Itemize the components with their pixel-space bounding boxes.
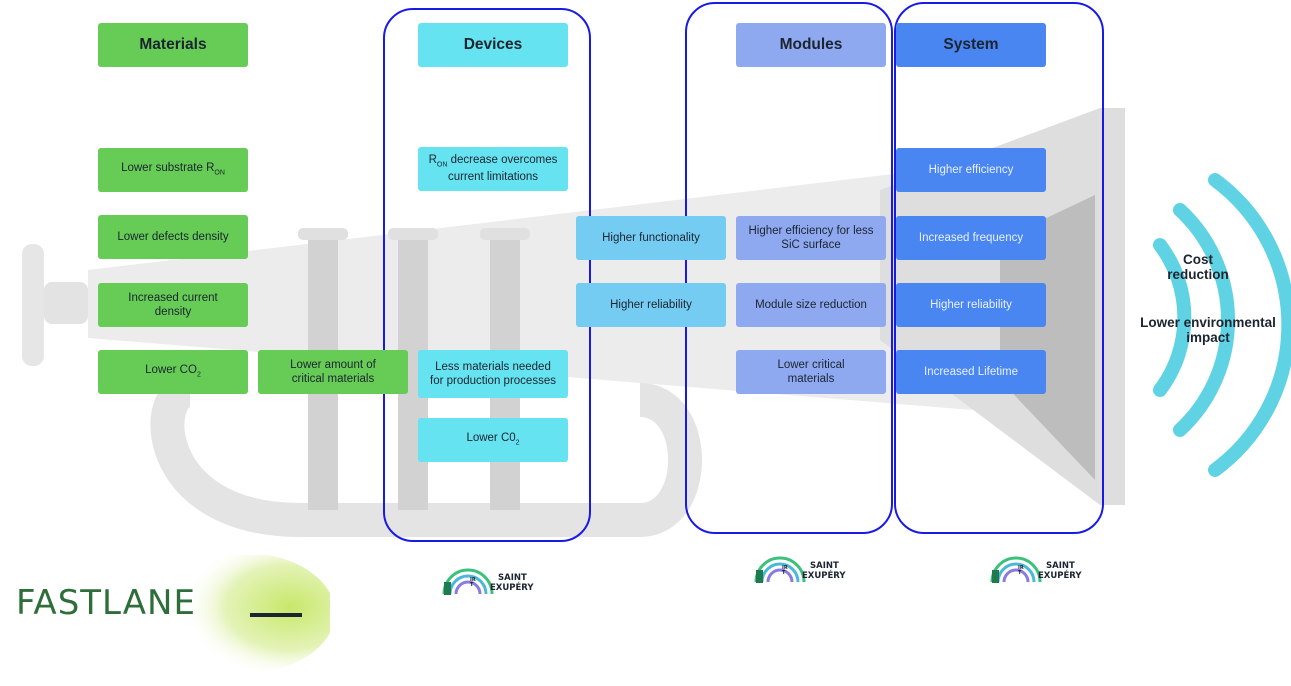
materials-item-co2-sub: 2 [196, 371, 201, 379]
devices-item-ron-label: decrease overcomes current limitations [447, 154, 558, 184]
trumpet-mouthpiece [22, 244, 44, 366]
outcome-environmental-impact: Lower environmental impact [1140, 315, 1276, 345]
devices-item-co2: Lower C02 [418, 418, 568, 462]
devices-item-ron: RON decrease overcomes current limitatio… [418, 147, 568, 191]
trumpet-bell-inner [1000, 195, 1095, 480]
devices-frame [383, 8, 591, 542]
partner-logo-line2: EXUPÉRY [802, 571, 846, 581]
partner-logo-mark-text: IRT [1018, 565, 1024, 576]
bridge-item-reliability: Higher reliability [576, 283, 726, 327]
partner-logo-mark-text: IRT [470, 577, 476, 588]
devices-item-less-materials: Less materials needed for production pro… [418, 350, 568, 398]
partner-logo-mark [754, 556, 806, 583]
partner-logo-line1: SAINT [810, 561, 839, 571]
partner-logo-line2: EXUPÉRY [1038, 571, 1082, 581]
system-item-frequency: Increased frequency [896, 216, 1046, 260]
trumpet-loop [150, 373, 702, 537]
system-item-lifetime: Increased Lifetime [896, 350, 1046, 394]
system-item-efficiency: Higher efficiency [896, 148, 1046, 192]
modules-header: Modules [736, 23, 886, 67]
system-frame [894, 2, 1104, 534]
materials-item-defects: Lower defects density [98, 215, 248, 259]
sound-wave-2 [1173, 203, 1235, 437]
materials-header: Materials [98, 23, 248, 67]
sound-wave-1 [1153, 238, 1192, 397]
fastlane-logo-glow [155, 555, 330, 673]
materials-item-current: Increased current density [98, 283, 248, 327]
modules-item-efficiency: Higher efficiency for less SiC surface [736, 216, 886, 260]
sound-wave-3 [1208, 173, 1291, 477]
devices-item-ron-symbol: R [428, 154, 437, 167]
modules-frame [685, 2, 893, 534]
partner-logo-mark [990, 556, 1042, 583]
trumpet-valve-cap-1 [298, 228, 348, 240]
trumpet-valve-cap-3 [480, 228, 530, 240]
system-item-reliability: Higher reliability [896, 283, 1046, 327]
outcome-cost-reduction: Cost reduction [1167, 252, 1229, 282]
materials-item-critical: Lower amount of critical materials [258, 350, 408, 394]
materials-item-substrate-sub: ON [214, 169, 225, 177]
partner-logo-modules: SAINT EXUPÉRY IRT [754, 548, 849, 584]
fastlane-logo: FASTLANE [10, 555, 330, 680]
materials-item-substrate: Lower substrate RON [98, 148, 248, 192]
trumpet-neck [44, 282, 88, 324]
devices-item-ron-sub: ON [436, 161, 448, 169]
partner-logo-system: SAINT EXUPÉRY IRT [990, 548, 1085, 584]
modules-item-critical: Lower critical materials [736, 350, 886, 394]
partner-logo-line1: SAINT [498, 573, 527, 583]
devices-item-co2-sub: 2 [515, 439, 520, 447]
partner-logo-mark-text: IRT [782, 565, 788, 576]
materials-item-co2-label: Lower CO [145, 364, 197, 377]
partner-logo-mark [442, 568, 494, 595]
bridge-item-functionality: Higher functionality [576, 216, 726, 260]
partner-logo-line2: EXUPÉRY [490, 583, 534, 593]
fastlane-logo-text: FASTLANE [16, 583, 196, 623]
system-header: System [896, 23, 1046, 67]
partner-logo-line1: SAINT [1046, 561, 1075, 571]
materials-item-substrate-label: Lower substrate R [121, 162, 215, 175]
devices-header: Devices [418, 23, 568, 67]
trumpet-valve-cap-2 [388, 228, 438, 240]
materials-item-co2: Lower CO2 [98, 350, 248, 394]
modules-item-size: Module size reduction [736, 283, 886, 327]
partner-logo-devices: SAINT EXUPÉRY IRT [442, 560, 537, 596]
devices-item-co2-label: Lower C0 [466, 432, 516, 445]
